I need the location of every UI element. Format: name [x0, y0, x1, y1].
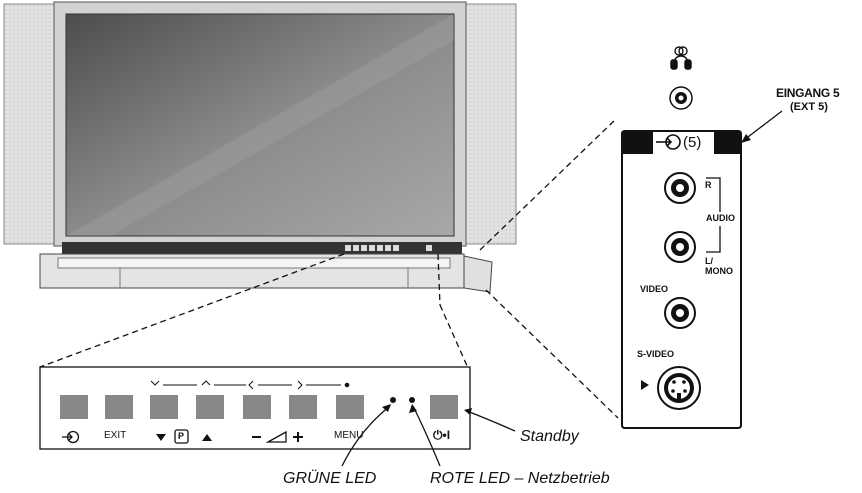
- svideo-jack: [657, 366, 701, 410]
- audio-r-jack: [664, 172, 696, 204]
- tv-control-bar: [62, 242, 462, 254]
- exit-button[interactable]: [105, 395, 133, 419]
- function-hints: [150, 380, 350, 390]
- program-up-icon: [202, 434, 212, 441]
- standby-button[interactable]: [430, 395, 458, 419]
- connection-panel: [621, 46, 742, 429]
- ext-input-icon: [656, 134, 681, 150]
- menu-button[interactable]: [336, 395, 364, 419]
- audio-label: AUDIO: [706, 213, 735, 223]
- tv-small-buttons: [345, 245, 432, 251]
- input-button[interactable]: [60, 395, 88, 419]
- eingang-arrow: [743, 110, 783, 141]
- tv-screen: [65, 13, 455, 237]
- eingang-subtitle: (EXT 5): [790, 101, 828, 113]
- eingang-title: EINGANG 5: [776, 86, 840, 100]
- input-number-label: (5): [683, 134, 702, 151]
- panel-tab-right: [714, 131, 741, 154]
- audio-bracket-bottom: [706, 226, 721, 253]
- standby-callout: Standby: [520, 428, 579, 445]
- screen-reflection: [66, 14, 454, 236]
- menu-label: MENU: [334, 430, 364, 441]
- volume-ramp-icon: [265, 430, 287, 443]
- red-led: [409, 397, 415, 403]
- video-label: VIDEO: [640, 284, 669, 294]
- standby-arrow: [466, 410, 516, 432]
- program-down-icon: [156, 434, 166, 441]
- button-symbols: [62, 429, 303, 444]
- video-jack: [664, 297, 696, 329]
- svideo-label: S-VIDEO: [637, 349, 675, 359]
- volume-up-button[interactable]: [289, 395, 317, 419]
- audio-r-label: R: [705, 180, 712, 190]
- panel-tab-left: [622, 131, 653, 154]
- headphone-jack: [669, 86, 693, 110]
- headphone-icon: [670, 46, 692, 70]
- red-led-callout: ROTE LED – Netzbetrieb: [430, 470, 610, 487]
- audio-bracket-top: [706, 177, 721, 212]
- exit-label: EXIT: [104, 430, 127, 441]
- program-down-button[interactable]: [150, 395, 178, 419]
- volume-down-button[interactable]: [243, 395, 271, 419]
- green-led-callout: GRÜNE LED: [283, 470, 377, 487]
- volume-plus-icon: [293, 432, 303, 442]
- chevron-right-icon: [297, 380, 303, 390]
- menu-dot-icon: [344, 382, 350, 388]
- control-buttons: [60, 395, 458, 419]
- chevron-up-icon: [201, 380, 211, 386]
- left-speaker: [3, 3, 55, 245]
- green-led: [390, 397, 396, 403]
- standby-symbol: ⏻•I: [433, 428, 451, 442]
- callout-arrows: [341, 110, 783, 467]
- green-led-arrow: [341, 405, 391, 467]
- svideo-pointer-icon: [641, 380, 649, 390]
- tv-set: [3, 1, 517, 293]
- program-label: P: [178, 431, 185, 441]
- input-source-icon: [62, 430, 80, 444]
- tv-base-slot: [57, 257, 451, 269]
- chevron-down-icon: [150, 380, 160, 386]
- tv-side-flap: [463, 255, 493, 293]
- audio-l-label-1: L/: [705, 256, 713, 266]
- audio-l-label-2: MONO: [705, 266, 733, 276]
- program-up-button[interactable]: [196, 395, 224, 419]
- audio-l-jack: [664, 231, 696, 263]
- leader-lines: [39, 119, 619, 419]
- program-box-icon: [174, 429, 189, 444]
- chevron-left-icon: [248, 380, 254, 390]
- right-speaker: [465, 3, 517, 245]
